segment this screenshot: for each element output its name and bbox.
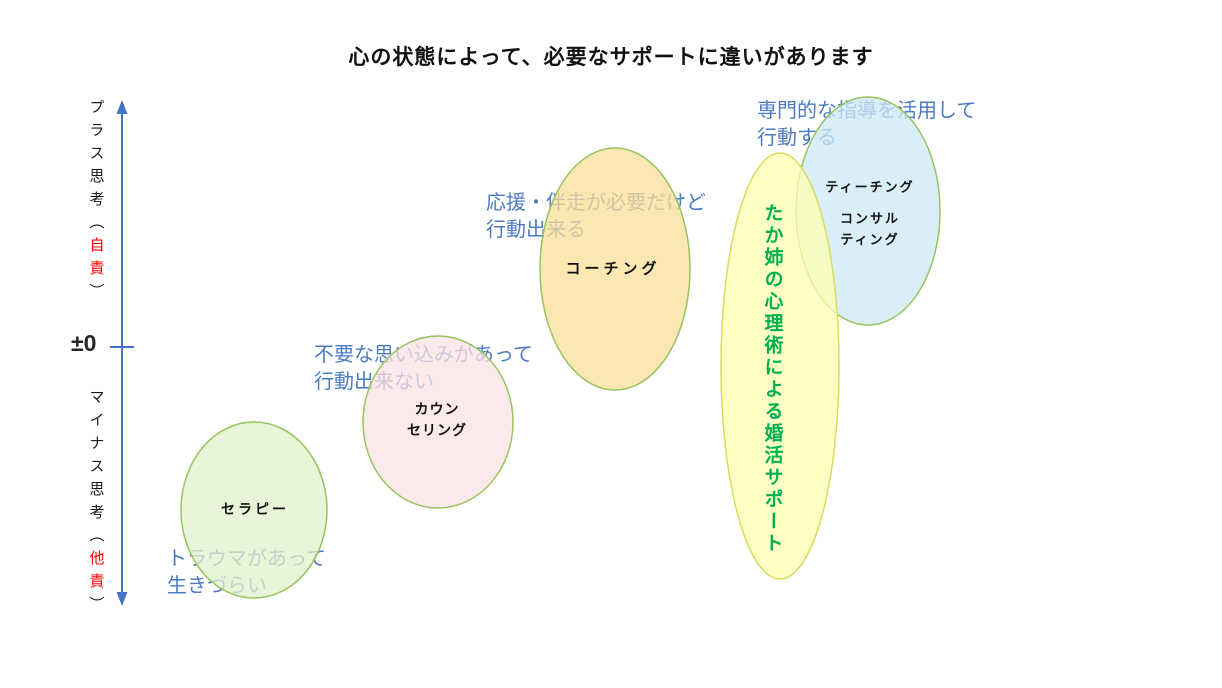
counseling-label-line2: セリング xyxy=(407,422,467,438)
counseling-label: カウン セリング xyxy=(407,399,467,441)
teaching-label: ティーチング xyxy=(825,179,915,195)
axis-label-plus-text: プラス思考（ xyxy=(87,99,105,237)
axis-zero-label: ±0 xyxy=(71,330,97,356)
main-support-ellipse xyxy=(720,152,840,580)
axis-label-minus-text: マイナス思考（ xyxy=(87,389,105,550)
therapy-label: セラピー xyxy=(221,501,289,517)
counseling-label-line1: カウン xyxy=(414,401,460,417)
consulting-label-line1: コンサル xyxy=(839,211,901,226)
coaching-label: コーチング xyxy=(565,260,661,278)
axis-arrow-down-icon xyxy=(116,592,128,606)
consulting-label-line2: ティング xyxy=(840,232,900,247)
counseling-ellipse xyxy=(362,335,514,509)
axis-label-minus: マイナス思考（他責） xyxy=(86,389,107,619)
axis-label-minus-close: ） xyxy=(87,596,105,619)
page-title: 心の状態によって、必要なサポートに違いがあります xyxy=(348,46,874,69)
axis-label-plus: プラス思考（自責） xyxy=(86,99,107,306)
axis-arrow-up-icon xyxy=(116,100,128,114)
consulting-label: コンサル ティング xyxy=(840,208,900,250)
therapy-ellipse xyxy=(180,421,328,599)
axis-label-minus-highlight: 他責 xyxy=(87,550,105,596)
axis-label-plus-highlight: 自責 xyxy=(87,237,105,283)
main-support-label: たか姉の心理術による婚活サポート xyxy=(761,203,783,555)
axis-label-plus-close: ） xyxy=(87,283,105,306)
coaching-ellipse xyxy=(539,147,691,391)
